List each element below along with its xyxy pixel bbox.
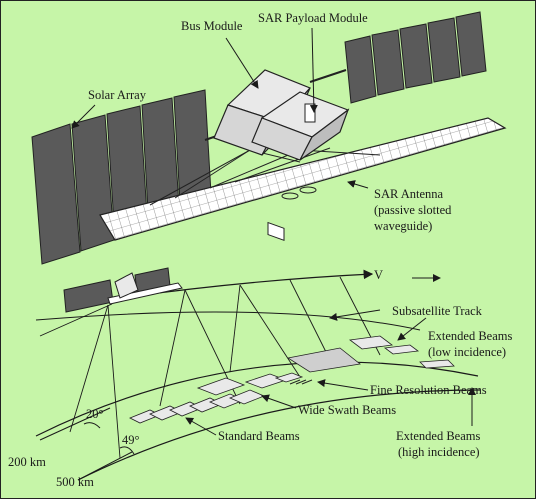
- label-extended-beams-high: Extended Beams: [396, 429, 480, 443]
- bottom-leaders: [185, 274, 476, 436]
- label-sar-payload-module: SAR Payload Module: [258, 11, 368, 25]
- label-angle-49: 49°: [122, 433, 140, 447]
- spacecraft-illustration: Bus Module SAR Payload Module Solar Arra…: [31, 11, 507, 265]
- swath-near-edge: [35, 361, 479, 437]
- label-angle-20: 20°: [86, 407, 104, 421]
- beam-lines: [39, 276, 381, 459]
- label-distance-200km: 200 km: [8, 455, 46, 469]
- beam-footprints: [129, 335, 455, 424]
- label-extended-beams-low-sub: (low incidence): [428, 345, 506, 359]
- label-extended-beams-low: Extended Beams: [428, 329, 512, 343]
- label-sar-antenna-sub1: (passive slotted: [374, 203, 452, 217]
- sar-antenna-panel: [99, 117, 507, 241]
- label-solar-array: Solar Array: [88, 88, 147, 102]
- sar-payload-module: [251, 91, 350, 242]
- label-sar-antenna-sub2: waveguide): [374, 219, 432, 233]
- label-velocity: V: [374, 268, 383, 282]
- label-fine-resolution-beams: Fine Resolution Beams: [370, 383, 487, 397]
- fine-resolution-ticks: [289, 379, 313, 385]
- label-subsatellite-track: Subsatellite Track: [392, 304, 483, 318]
- label-sar-antenna: SAR Antenna: [374, 187, 444, 201]
- antenna-struts: [149, 147, 381, 206]
- subsatellite-track-line: [35, 311, 421, 331]
- label-bus-module: Bus Module: [181, 19, 243, 33]
- label-standard-beams: Standard Beams: [218, 429, 300, 443]
- swath-far-edge: [77, 389, 481, 481]
- beam-geometry-illustration: V Subsatellite Track Extended Beams (low…: [8, 267, 512, 489]
- label-extended-beams-high-sub: (high incidence): [398, 445, 480, 459]
- solar-array-right: [309, 11, 487, 104]
- angle-markers: [39, 407, 135, 481]
- label-distance-500km: 500 km: [56, 475, 94, 489]
- label-wide-swath-beams: Wide Swath Beams: [298, 403, 396, 417]
- satellite-small-icon: [63, 267, 183, 313]
